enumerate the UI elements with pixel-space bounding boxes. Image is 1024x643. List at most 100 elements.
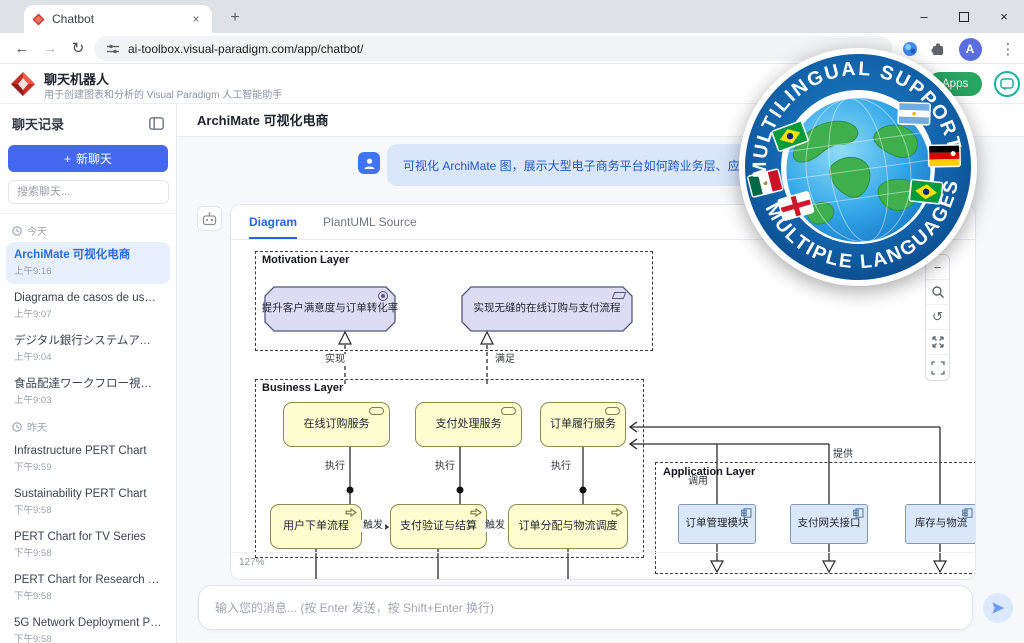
profile-avatar[interactable]: A — [958, 37, 982, 61]
diagram-tabs: Diagram PlantUML Source — [231, 205, 975, 240]
component-icon — [853, 508, 864, 522]
motivation-layer-group: Motivation Layer — [255, 251, 653, 351]
browser-tab[interactable]: Chatbot × — [24, 5, 212, 33]
app-component-label: 订单管理模块 — [685, 517, 749, 530]
chat-item[interactable]: Diagrama de casos de uso bi... 上午9:07 — [6, 285, 170, 327]
service-label: 支付处理服务 — [435, 417, 502, 430]
person-icon — [364, 158, 374, 169]
close-button[interactable]: × — [1000, 9, 1008, 24]
tab-title: Chatbot — [52, 12, 95, 26]
plus-icon: + — [63, 151, 71, 166]
chat-item-time: 下午9:58 — [14, 591, 52, 602]
chat-item[interactable]: 5G Network Deployment PE... 下午9:58 — [6, 610, 170, 643]
sidebar-title: 聊天记录 — [12, 117, 65, 132]
application-layer-group: Application Layer — [655, 462, 975, 574]
app-logo — [11, 72, 35, 96]
tab-diagram[interactable]: Diagram — [249, 205, 298, 239]
reset-view-button[interactable]: ↺ — [926, 305, 949, 330]
chat-item-time: 下午9:59 — [14, 462, 52, 473]
forward-button[interactable]: → — [42, 39, 58, 57]
tab-favicon-icon — [32, 13, 45, 25]
url-text: ai-toolbox.visual-paradigm.com/app/chatb… — [128, 41, 364, 56]
search-input[interactable] — [8, 180, 169, 204]
chat-item-title: 5G Network Deployment PE... — [14, 617, 162, 629]
chat-item-time: 上午9:07 — [14, 309, 52, 320]
app-header: 聊天机器人 用于创建图表和分析的 Visual Paradigm 人工智能助手 … — [0, 64, 1024, 104]
clock-icon — [12, 421, 22, 432]
process-node: 订单分配与物流调度 — [508, 504, 628, 549]
chat-item-selected[interactable]: ArchiMate 可视化电商 上午9:16 — [6, 242, 170, 284]
section-yesterday: 昨天 — [6, 414, 170, 437]
chat-item-time: 下午9:58 — [14, 505, 52, 516]
app-component-node: 订单管理模块 — [678, 504, 756, 544]
main-content: ArchiMate 可视化电商 可视化 ArchiMate 图，展示大型电子商务… — [177, 104, 1024, 643]
chat-item[interactable]: PERT Chart for Research Proj... 下午9:58 — [6, 567, 170, 609]
goal-node: 提升客户满意度与订单转化率 — [262, 287, 398, 331]
window-controls: – × — [904, 0, 1024, 33]
chat-item-time: 上午9:04 — [14, 352, 52, 363]
tab-plantuml-source[interactable]: PlantUML Source — [323, 215, 417, 229]
zoom-search-button[interactable] — [926, 280, 949, 305]
service-node: 订单履行服务 — [540, 402, 626, 447]
app-component-label: 库存与物流 — [914, 517, 968, 530]
sidebar-divider — [0, 213, 176, 214]
assistant-avatar — [197, 206, 222, 231]
expand-button[interactable] — [926, 330, 949, 355]
avatar-initial: A — [958, 37, 982, 61]
business-layer-label: Business Layer — [262, 382, 344, 394]
apps-button[interactable]: Apps — [928, 72, 983, 96]
sidebar: 聊天记录 + 新聊天 今天 ArchiMate 可视化电商 上午9:16 Dia… — [0, 104, 177, 643]
extension-colored-icon[interactable] — [898, 37, 922, 61]
clock-icon — [12, 225, 22, 236]
tab-close-icon[interactable]: × — [192, 12, 200, 26]
zoom-level: 127% — [239, 557, 265, 568]
app-title: 聊天机器人 — [44, 72, 110, 87]
edge-label-trigger: 触发 — [483, 520, 507, 532]
chat-item[interactable]: デジタル銀行システムアーキ... 上午9:04 — [6, 328, 170, 370]
message-input-bar — [198, 585, 973, 630]
chat-item[interactable]: Infrastructure PERT Chart 下午9:59 — [6, 438, 170, 480]
address-bar[interactable]: ai-toolbox.visual-paradigm.com/app/chatb… — [94, 36, 892, 61]
edge-label-invoke: 调用 — [686, 476, 710, 488]
application-layer-label: Application Layer — [663, 466, 756, 478]
site-info-icon[interactable] — [106, 42, 120, 56]
goal-label: 提升客户满意度与订单转化率 — [261, 302, 399, 315]
chat-item[interactable]: PERT Chart for TV Series 下午9:58 — [6, 524, 170, 566]
section-label: 昨天 — [27, 423, 47, 434]
service-icon — [369, 407, 384, 415]
chat-circle-button[interactable] — [994, 71, 1020, 97]
chat-item-title: PERT Chart for TV Series — [14, 531, 146, 543]
zoom-toolbar: − ↺ — [925, 254, 950, 381]
message-input[interactable] — [199, 600, 972, 615]
outcome-label: 实现无缝的在线订购与支付流程 — [473, 302, 621, 315]
fit-screen-button[interactable] — [926, 355, 949, 380]
collapse-sidebar-icon[interactable] — [149, 117, 164, 130]
minimize-button[interactable]: – — [920, 9, 928, 24]
user-message-bubble: 可视化 ArchiMate 图，展示大型电子商务平台如何跨业务层、应用层 — [387, 144, 912, 186]
page-title: ArchiMate 可视化电商 — [197, 113, 329, 128]
new-tab-button[interactable]: + — [230, 9, 240, 26]
motivation-layer-label: Motivation Layer — [262, 254, 350, 266]
chat-item[interactable]: 食品配達ワークフロー視覚化 上午9:03 — [6, 371, 170, 413]
chat-item-time: 上午9:03 — [14, 395, 52, 406]
diagram-canvas[interactable]: Motivation Layer Business Layer Applicat… — [231, 240, 975, 579]
maximize-button[interactable] — [944, 0, 984, 33]
service-label: 订单履行服务 — [550, 417, 616, 430]
chat-item-time: 上午9:16 — [14, 266, 52, 277]
chat-item[interactable]: Sustainability PERT Chart 下午9:58 — [6, 481, 170, 523]
outcome-node: 实现无缝的在线订购与支付流程 — [462, 287, 632, 331]
robot-icon — [202, 211, 217, 225]
reload-button[interactable]: ↻ — [71, 40, 85, 57]
extensions-puzzle-icon[interactable] — [926, 37, 950, 61]
browser-menu-icon[interactable]: ⋮ — [1000, 41, 1016, 58]
zoom-out-button[interactable]: − — [926, 255, 949, 280]
component-icon — [962, 508, 973, 522]
component-icon — [741, 508, 752, 522]
service-label: 在线订购服务 — [303, 417, 370, 430]
send-button[interactable] — [983, 593, 1013, 623]
chat-item-title: Diagrama de casos de uso bi... — [14, 292, 162, 304]
app-component-node: 库存与物流 — [905, 504, 975, 544]
chat-item-title: 食品配達ワークフロー視覚化 — [14, 378, 162, 390]
new-chat-button[interactable]: + 新聊天 — [8, 145, 168, 172]
back-button[interactable]: ← — [14, 39, 30, 57]
